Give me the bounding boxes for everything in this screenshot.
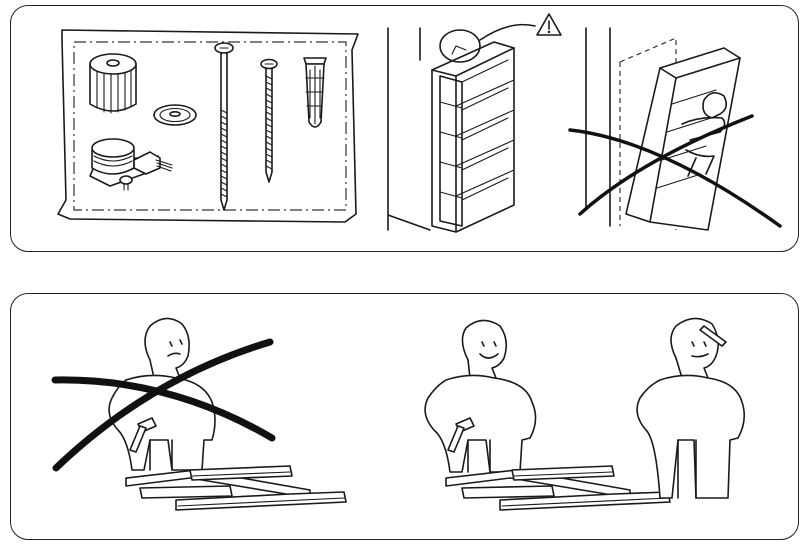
person-with-hammer xyxy=(424,319,537,473)
parts-bag-seal xyxy=(73,41,347,211)
pointer-line xyxy=(479,23,536,41)
boards-pile-2 xyxy=(445,465,671,511)
floor-line xyxy=(387,214,431,231)
x-mark-icon xyxy=(568,128,782,228)
cam-lock-nut xyxy=(89,53,137,114)
x-mark-icon-stroke xyxy=(578,114,754,216)
hammer-icon xyxy=(447,417,475,453)
hammer-icon xyxy=(129,417,157,453)
cam-lock-bracket xyxy=(89,138,173,191)
x-mark-icon-stroke xyxy=(52,338,274,472)
parts-bag-outline xyxy=(57,29,359,223)
two-people-correct-illustration xyxy=(424,317,746,511)
bookcase-wall-illustration xyxy=(387,13,562,233)
bookcase-tilt-wrong-illustration xyxy=(568,37,782,231)
detail-circle xyxy=(439,29,481,63)
warning-triangle-icon xyxy=(536,13,562,36)
target-position-outline xyxy=(619,37,677,230)
medium-screw xyxy=(260,58,278,183)
hardware-parts-illustration xyxy=(57,29,359,223)
detail-bracket xyxy=(451,45,467,55)
boards-pile xyxy=(125,465,347,511)
pencil-icon xyxy=(699,325,727,347)
person-alone-wrong-illustration xyxy=(51,317,347,511)
person-with-pencil xyxy=(636,317,746,499)
washer xyxy=(153,104,197,126)
wall-plug xyxy=(303,57,327,128)
x-mark-icon xyxy=(51,376,276,442)
long-screw xyxy=(214,42,234,211)
